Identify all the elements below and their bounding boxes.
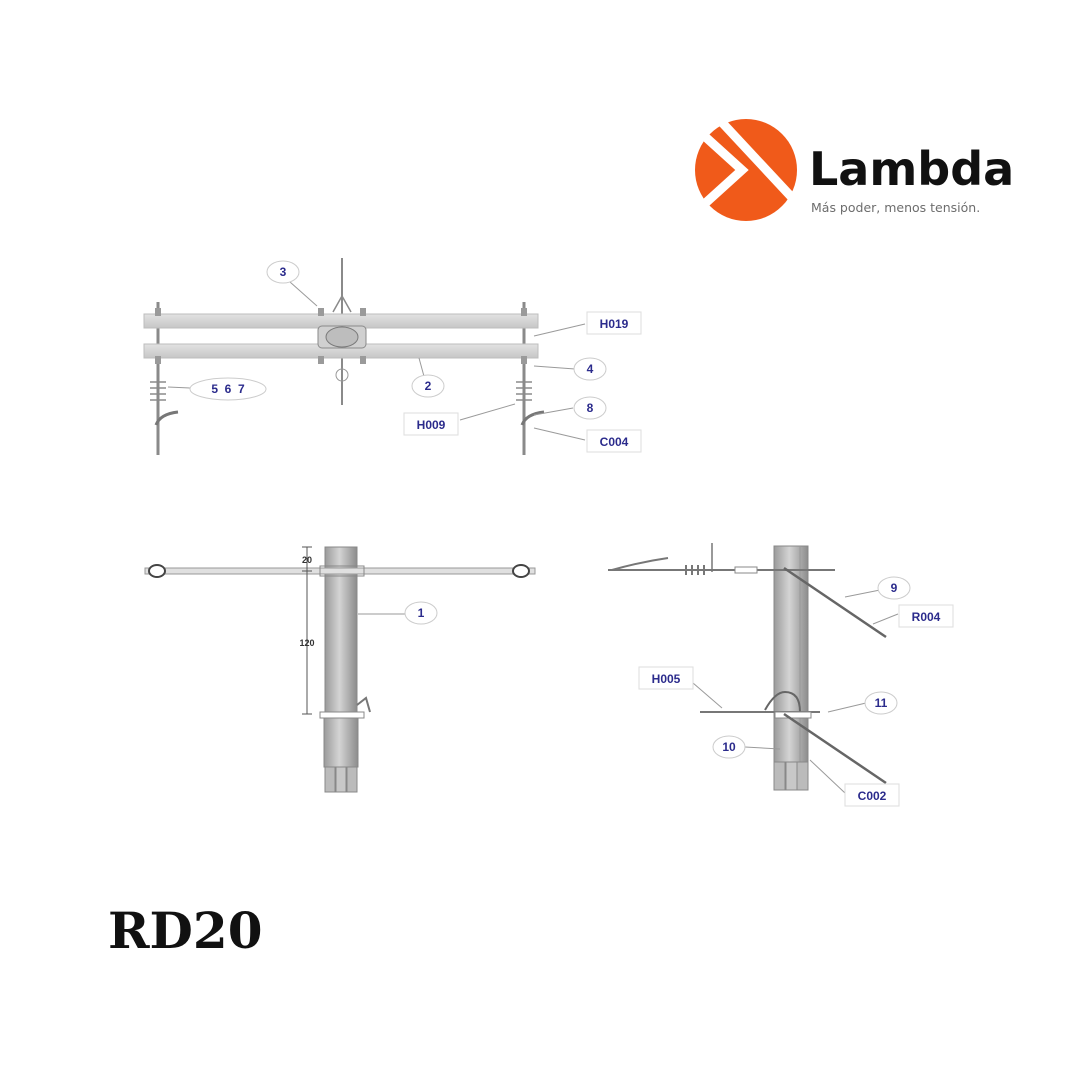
svg-text:5 6 7: 5 6 7 — [211, 382, 245, 396]
side-view: 9 R004 H005 11 10 C002 — [608, 543, 954, 807]
callout-8: 8 — [573, 396, 607, 420]
svg-text:R004: R004 — [912, 610, 941, 624]
dimension-height: 120 — [299, 638, 314, 648]
svg-text:4: 4 — [587, 362, 594, 376]
svg-text:11: 11 — [875, 696, 888, 710]
svg-text:H019: H019 — [600, 317, 629, 331]
callout-3: 3 — [266, 260, 300, 284]
svg-text:10: 10 — [722, 740, 736, 754]
callout-c002: C002 — [844, 783, 900, 807]
svg-text:9: 9 — [891, 581, 898, 595]
front-view: 20 120 1 — [144, 546, 536, 793]
svg-text:C002: C002 — [858, 789, 887, 803]
callout-1: 1 — [404, 601, 438, 625]
callout-10: 10 — [712, 735, 746, 759]
callout-c004: C004 — [586, 429, 642, 453]
svg-text:C004: C004 — [600, 435, 629, 449]
callout-h005: H005 — [638, 666, 694, 690]
callout-9: 9 — [877, 576, 911, 600]
callout-h009: H009 — [403, 412, 459, 436]
svg-text:1: 1 — [418, 606, 425, 620]
dimension-top: 20 — [302, 555, 312, 565]
svg-text:H009: H009 — [417, 418, 446, 432]
svg-text:2: 2 — [425, 379, 432, 393]
svg-text:3: 3 — [280, 265, 287, 279]
callout-r004: R004 — [898, 604, 954, 628]
brand-logo: Lambda Más poder, menos tensión. — [694, 118, 1024, 228]
callout-h019: H019 — [586, 311, 642, 335]
callout-11: 11 — [864, 691, 898, 715]
top-view: 3 H019 4 5 6 7 2 H009 8 C004 — [143, 258, 642, 455]
brand-tagline: Más poder, menos tensión. — [811, 200, 981, 215]
page-title: RD20 — [108, 901, 263, 960]
svg-text:H005: H005 — [652, 672, 681, 686]
callout-2: 2 — [411, 374, 445, 398]
callout-5-6-7: 5 6 7 — [189, 377, 267, 401]
lambda-x-circle-icon — [695, 118, 798, 221]
brand-name: Lambda — [809, 142, 1015, 196]
callout-4: 4 — [573, 357, 607, 381]
svg-text:8: 8 — [587, 401, 594, 415]
